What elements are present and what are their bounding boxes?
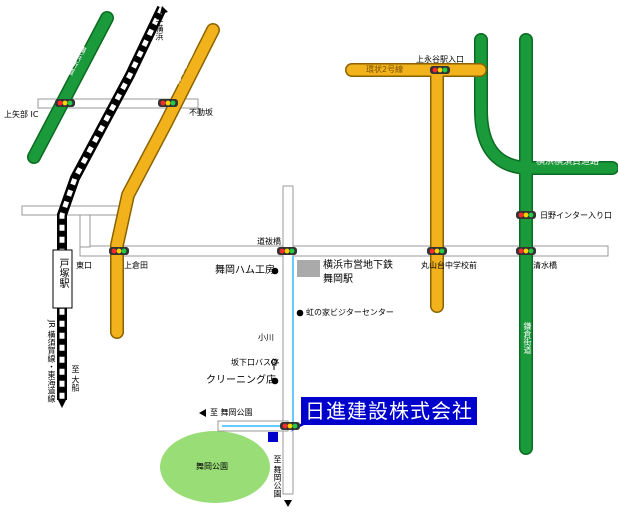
road-jr-horizontal xyxy=(21,205,128,216)
label-kanjo2: 環状2号線 xyxy=(366,65,404,74)
company-name-callout: 日進建設株式会社 xyxy=(301,397,477,425)
label-kamiyabe-ic: 上矢部 IC xyxy=(4,110,39,119)
label-sakashita: 坂下口バス停 xyxy=(231,358,279,367)
landmark-dots xyxy=(271,267,304,385)
road-dosai-vertical xyxy=(282,185,294,495)
label-ogawa: 小川 xyxy=(258,333,274,342)
maioka-park xyxy=(160,431,270,503)
label-park: 舞岡公園 xyxy=(196,462,228,471)
label-niji-center: 虹の家ビジターセンター xyxy=(306,308,394,317)
label-kamakura-kaido: 鎌倉街道 xyxy=(523,322,532,354)
arrow-south-icon xyxy=(58,400,66,408)
label-dosaibashi: 道祓橋 xyxy=(257,237,281,246)
label-to-ofuna: 至 大船 xyxy=(71,365,80,392)
label-jr-line: JR 横須賀線・東海道線 xyxy=(47,320,56,403)
arrow-down-icon xyxy=(284,500,292,507)
label-maioka-ham: 舞岡ハム工房 xyxy=(215,265,275,276)
yellow-roads-fill xyxy=(111,24,486,338)
label-to-yokohama: 至 横浜 xyxy=(155,14,164,41)
label-cleaning: クリーニング店 xyxy=(206,375,276,386)
bus-stop-icon xyxy=(271,359,277,370)
label-shimizubashi: 清水橋 xyxy=(533,261,557,270)
label-kamikuraden: 上倉田 xyxy=(124,261,148,270)
label-fudozaka: 不動坂 xyxy=(189,108,213,117)
green-roads-fill xyxy=(28,12,618,454)
label-to-park: 至 舞岡公園 xyxy=(210,408,253,417)
label-yokohama-yokosuka: 横浜横須賀道路 xyxy=(536,157,600,167)
arrow-west-icon xyxy=(199,409,206,417)
label-maruyamadai: 丸山台中学校前 xyxy=(421,261,477,270)
road-stub-vertical xyxy=(79,214,91,248)
company-marker xyxy=(268,432,278,442)
road-main-horizontal xyxy=(79,245,609,257)
subway-station-box xyxy=(297,260,320,277)
totsuka-station-box xyxy=(52,249,73,309)
label-totsuka-station: 戸塚駅 xyxy=(57,258,68,288)
label-subway-line: 横浜市営地下鉄 xyxy=(323,260,393,271)
label-to-park-south: 至 舞岡公園 xyxy=(273,455,282,498)
label-subway-station: 舞岡駅 xyxy=(323,274,353,285)
label-higashiguchi: 東口 xyxy=(76,261,92,270)
arrow-north-icon xyxy=(160,6,168,14)
label-hino-ic: 日野インター入り口 xyxy=(540,211,612,220)
label-kaminagaya: 上永谷駅入口 xyxy=(416,55,464,64)
